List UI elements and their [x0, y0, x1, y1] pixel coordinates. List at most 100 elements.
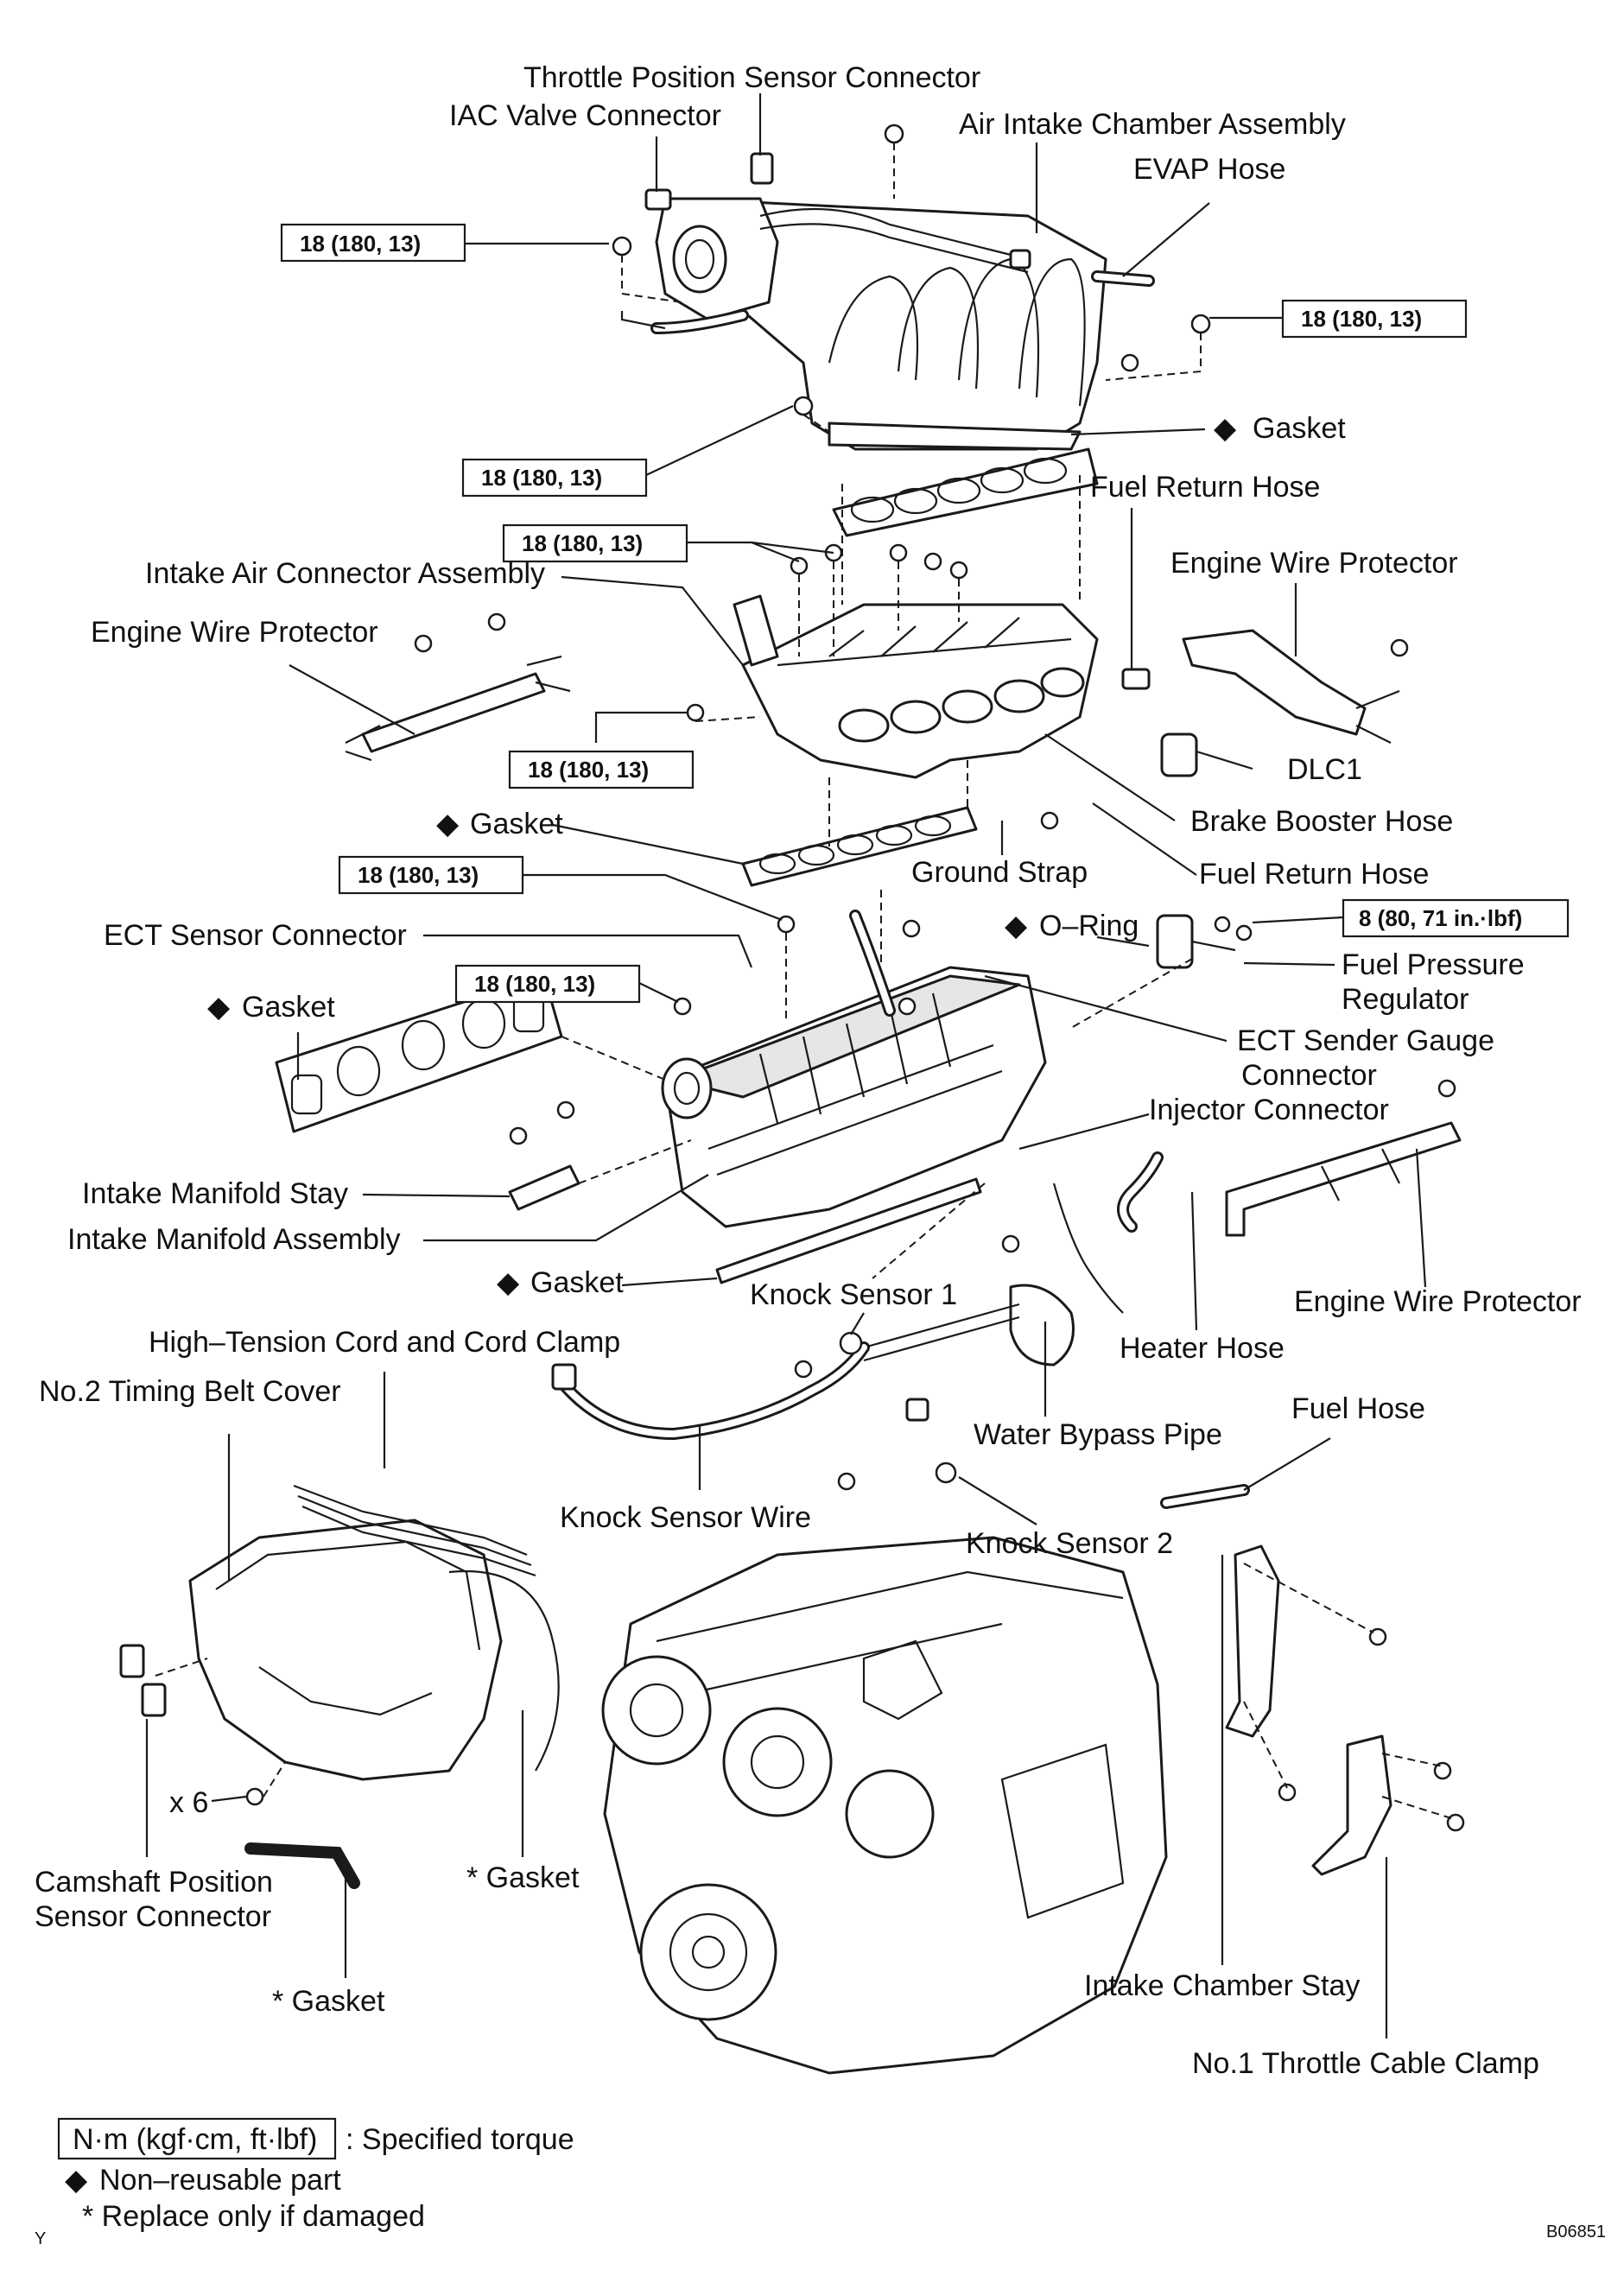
label-gasket-3: Gasket	[242, 991, 335, 1024]
engine-wire-protector-right-drawing	[1182, 629, 1400, 744]
label-engine-wire-protector-right: Engine Wire Protector	[1170, 547, 1458, 580]
non-reusable-diamond-icon: ◆	[1214, 412, 1237, 445]
label-ect-sensor-connector: ECT Sensor Connector	[104, 919, 407, 952]
label-air-intake-chamber: Air Intake Chamber Assembly	[959, 108, 1346, 141]
water-bypass-pipe-drawing	[863, 1183, 1124, 1366]
intake-chamber-stay-drawing	[1225, 1544, 1280, 1738]
label-gasket-4: Gasket	[530, 1266, 624, 1299]
intake-manifold-stay-drawing	[508, 1164, 580, 1211]
intake-air-connector-drawing	[733, 594, 1099, 779]
label-fuel-pressure-regulator-2: Regulator	[1342, 983, 1469, 1016]
fuel-hose-drawing	[1160, 1484, 1250, 1509]
gasket-4-drawing	[715, 1177, 982, 1284]
label-camshaft-1: Camshaft Position	[35, 1866, 273, 1899]
throttle-cable-clamp-drawing	[1311, 1734, 1392, 1876]
label-knock-sensor-wire: Knock Sensor Wire	[560, 1501, 811, 1534]
knock-sensor-2-drawing	[935, 1462, 957, 1484]
torque-box-6	[338, 855, 524, 895]
torque-value-7: 18 (180, 13)	[474, 971, 595, 997]
label-gasket-star-1: * Gasket	[466, 1861, 580, 1894]
part-labels: Throttle Position Sensor Connector IAC V…	[35, 61, 1582, 2080]
non-reusable-diamond-icon: ◆	[65, 2164, 88, 2197]
label-fuel-return-hose-mid: Fuel Return Hose	[1199, 858, 1429, 891]
label-iac-connector: IAC Valve Connector	[449, 99, 721, 132]
label-gasket-2: Gasket	[470, 808, 563, 840]
label-timing-belt-cover: No.2 Timing Belt Cover	[39, 1375, 341, 1408]
gasket-1-drawing	[832, 447, 1099, 537]
label-fuel-pressure-regulator-1: Fuel Pressure	[1342, 948, 1525, 981]
engine-wire-protector-left-drawing	[345, 655, 571, 762]
gasket-star-drawing	[244, 1842, 360, 1889]
dlc1-drawing	[1160, 732, 1198, 777]
torque-value-4: 18 (180, 13)	[522, 530, 643, 556]
label-injector-connector: Injector Connector	[1149, 1094, 1389, 1126]
camshaft-connector-2-drawing	[141, 1683, 167, 1717]
torque-box-3	[461, 458, 648, 498]
intake-manifold-drawing	[661, 910, 1047, 1228]
camshaft-connector-drawing	[119, 1644, 145, 1678]
torque-leaders	[465, 242, 1344, 1003]
knock-sensor-wire-drawing	[551, 1341, 929, 1441]
label-brake-booster-hose: Brake Booster Hose	[1190, 805, 1453, 838]
label-intake-air-connector: Intake Air Connector Assembly	[145, 557, 545, 590]
torque-value-6: 18 (180, 13)	[358, 862, 479, 888]
torque-box-5	[508, 750, 695, 789]
torque-boxes: 18 (180, 13) 18 (180, 13) 18 (180, 13) 1…	[280, 223, 1570, 1004]
leader-lines	[145, 93, 1427, 2039]
knock-sensor-1-drawing	[839, 1331, 863, 1355]
label-throttle-cable-clamp: No.1 Throttle Cable Clamp	[1192, 2047, 1539, 2080]
label-fuel-hose: Fuel Hose	[1291, 1392, 1425, 1425]
label-intake-manifold-assembly: Intake Manifold Assembly	[67, 1223, 401, 1256]
air-intake-chamber-drawing	[620, 152, 1155, 451]
torque-value-2: 18 (180, 13)	[1301, 306, 1422, 332]
label-gasket-1: Gasket	[1253, 412, 1346, 445]
legend: N·m (kgf·cm, ft·lbf) : Specified torque …	[35, 2117, 1606, 2248]
legend-non-reusable: Non–reusable part	[99, 2164, 341, 2197]
label-knock-sensor-2: Knock Sensor 2	[966, 1527, 1173, 1560]
legend-unit-box	[57, 2117, 337, 2160]
label-tps-connector: Throttle Position Sensor Connector	[523, 61, 980, 94]
label-evap-hose: EVAP Hose	[1133, 153, 1285, 186]
label-ect-sender-1: ECT Sender Gauge	[1237, 1024, 1494, 1057]
label-knock-sensor-1: Knock Sensor 1	[750, 1278, 957, 1311]
label-ground-strap: Ground Strap	[911, 856, 1088, 889]
label-engine-wire-protector-left: Engine Wire Protector	[91, 616, 378, 649]
label-dlc1: DLC1	[1287, 753, 1362, 786]
fuel-pressure-regulator-drawing	[1156, 914, 1253, 969]
heater-hose-drawing	[1117, 1151, 1164, 1233]
legend-specified-torque: : Specified torque	[346, 2123, 574, 2156]
torque-value-1: 18 (180, 13)	[300, 231, 421, 257]
label-intake-chamber-stay: Intake Chamber Stay	[1084, 1969, 1360, 2002]
torque-box-1	[280, 223, 466, 263]
label-fuel-return-hose-top: Fuel Return Hose	[1090, 471, 1320, 504]
non-reusable-diamond-icon: ◆	[1005, 910, 1028, 942]
parts-drawing	[119, 124, 1465, 2075]
non-reusable-diamond-icon: ◆	[207, 991, 231, 1024]
figure-code: B06851	[1546, 2222, 1606, 2241]
bolts	[245, 124, 1465, 1832]
torque-value-8: 8 (80, 71 in.·lbf)	[1359, 905, 1522, 931]
label-high-tension-cord: High–Tension Cord and Cord Clamp	[149, 1326, 620, 1359]
timing-belt-cover-drawing	[188, 1519, 560, 1781]
label-water-bypass-pipe: Water Bypass Pipe	[974, 1418, 1222, 1451]
engine-block-drawing	[601, 1536, 1168, 2075]
torque-value-3: 18 (180, 13)	[481, 465, 602, 491]
assembly-lines	[155, 143, 1452, 1819]
torque-box-4	[502, 523, 688, 563]
label-ect-sender-2: Connector	[1241, 1059, 1377, 1092]
high-tension-cord-drawing	[293, 1484, 536, 1577]
label-engine-wire-protector-low: Engine Wire Protector	[1294, 1285, 1582, 1318]
fuel-return-hose-top-drawing	[1121, 668, 1151, 690]
label-camshaft-2: Sensor Connector	[35, 1900, 271, 1933]
torque-box-7	[454, 964, 641, 1004]
torque-value-5: 18 (180, 13)	[528, 757, 649, 783]
legend-replace: * Replace only if damaged	[82, 2200, 425, 2233]
label-intake-manifold-stay: Intake Manifold Stay	[82, 1177, 348, 1210]
label-gasket-star-2: * Gasket	[272, 1985, 385, 2018]
engine-wire-protector-low-drawing	[1225, 1121, 1462, 1237]
torque-box-8	[1342, 898, 1570, 938]
non-reusable-diamond-icon: ◆	[497, 1266, 520, 1299]
label-heater-hose: Heater Hose	[1120, 1332, 1285, 1365]
corner-mark: Y	[35, 2229, 46, 2248]
